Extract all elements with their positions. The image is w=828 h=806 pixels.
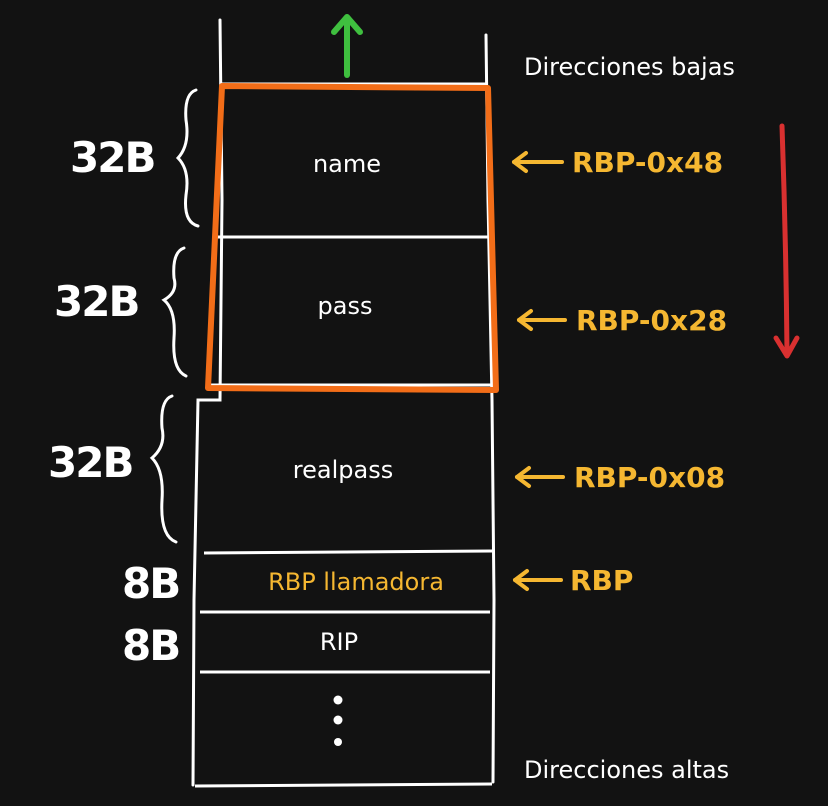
cell-label-name: name	[313, 150, 381, 178]
stack-left-wall	[191, 18, 224, 787]
pointer-arrow-realpass	[515, 466, 565, 488]
cell-label-saved-rbp: RBP llamadora	[268, 568, 444, 596]
pointer-label-saved-rbp: RBP	[570, 564, 633, 597]
pointer-label-realpass: RBP-0x08	[574, 461, 725, 494]
cell-label-realpass: realpass	[293, 456, 393, 484]
size-label-rip: 8B	[122, 621, 179, 670]
divider-realpass-rbp	[203, 549, 493, 555]
pointer-label-name: RBP-0x48	[572, 146, 723, 179]
high-addresses-label: Direcciones altas	[524, 756, 729, 784]
low-addresses-label: Direcciones bajas	[524, 53, 735, 81]
brace-pass	[161, 246, 188, 378]
down-arrow-icon	[773, 123, 800, 359]
buffer-highlight-box	[205, 83, 499, 393]
size-label-realpass: 32B	[48, 438, 132, 487]
pointer-arrow-rbp	[513, 569, 563, 591]
up-arrow-icon	[331, 14, 363, 78]
brace-name	[175, 88, 200, 228]
brace-realpass	[149, 394, 178, 544]
pointer-arrow-name	[512, 151, 564, 173]
size-label-name: 32B	[70, 133, 154, 182]
cell-label-rip: RIP	[320, 628, 358, 656]
pointer-arrow-pass	[517, 309, 567, 331]
divider-bottom	[194, 782, 493, 788]
size-label-pass: 32B	[54, 277, 138, 326]
cell-label-pass: pass	[318, 292, 373, 320]
size-label-saved-rbp: 8B	[122, 559, 179, 608]
continuation-dots	[333, 695, 343, 746]
pointer-label-pass: RBP-0x28	[576, 304, 727, 337]
